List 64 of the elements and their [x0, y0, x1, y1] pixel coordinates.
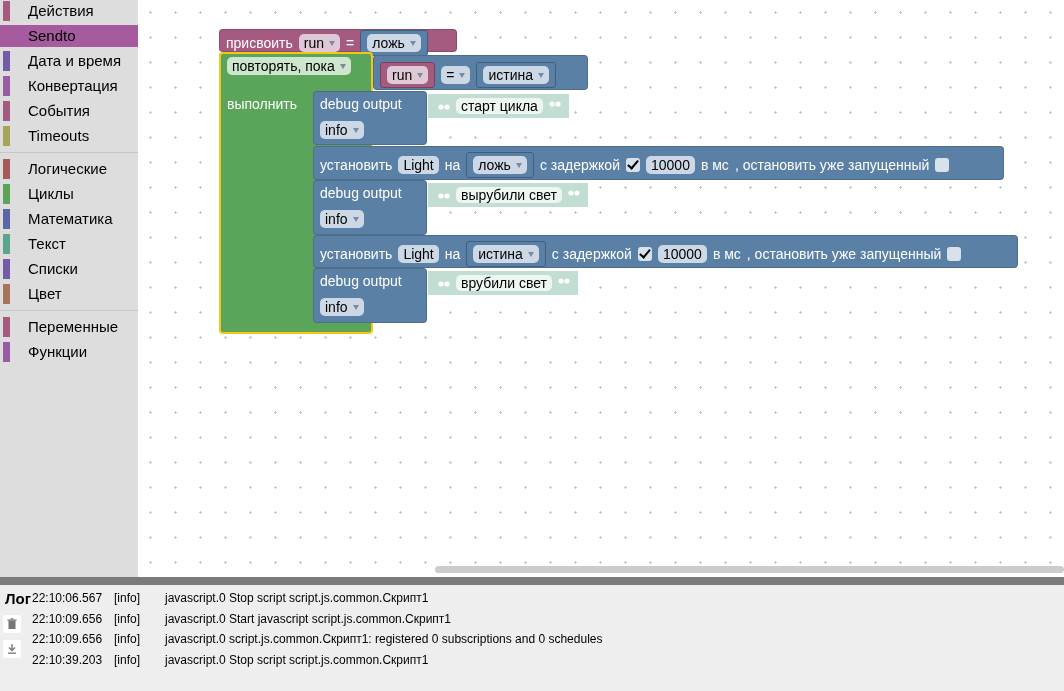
dropdown-field: истина: [473, 245, 539, 263]
category-item: Логические: [28, 159, 107, 179]
value-field: Light: [398, 245, 439, 263]
block-label: , остановить уже запущенный: [746, 246, 942, 262]
category-item: Действия: [28, 1, 94, 21]
value-field: Light: [398, 156, 439, 174]
variable-dropdown: run: [298, 34, 340, 52]
dropdown-field: повторять, пока: [227, 57, 351, 75]
log-message: javascript.0 Stop script script.js.common.Скрипт1: [165, 591, 429, 605]
condition-block: [373, 55, 588, 90]
value-field: 10000: [646, 156, 695, 174]
dropdown-field: ложь: [473, 156, 527, 174]
category-item-selected: Sendto: [0, 25, 138, 47]
block-label: установить: [320, 246, 393, 262]
log-time: 22:10:09.656: [32, 632, 103, 646]
variable-dropdown: run: [387, 66, 429, 84]
category-item: Переменные: [28, 317, 119, 337]
set-state-block: [313, 146, 1004, 180]
dropdown-field: =: [441, 66, 471, 84]
block-label: выполнить: [227, 96, 297, 112]
block-label: на: [444, 246, 461, 262]
block-label: debug output: [320, 96, 402, 112]
panel-title: Лог: [5, 590, 31, 607]
category-item: Конвертация: [28, 76, 118, 96]
log-message: javascript.0 Stop script script.js.common.Скрипт1: [165, 652, 429, 667]
category-item: События: [28, 101, 90, 121]
block-label: в мс: [712, 246, 741, 262]
block-label: debug output: [320, 273, 402, 289]
block-label: на: [444, 157, 461, 173]
dropdown-field: info: [320, 210, 364, 228]
category-item: Текст: [28, 234, 66, 254]
block-label: в мс: [700, 157, 729, 173]
log-level: [info]: [114, 652, 140, 667]
category-item: Математика: [28, 209, 113, 229]
log-level: [info]: [114, 591, 140, 605]
category-item: Цвет: [28, 284, 62, 304]
text-field: вырубили свет: [456, 187, 563, 203]
log-level: [info]: [114, 632, 140, 646]
value-field: 10000: [657, 245, 707, 263]
dropdown-field: info: [320, 298, 364, 316]
block-label: присвоить: [226, 35, 293, 51]
dropdown-field: истина: [483, 66, 549, 84]
log-time: 22:10:06.567: [32, 591, 103, 605]
block-label: с задержкой: [539, 157, 620, 173]
text-field: врубили свет: [456, 275, 552, 291]
log-message: javascript.0 Start javascript script.js.common.Скрипт1: [165, 611, 452, 626]
block-label: с задержкой: [551, 246, 632, 262]
log-message: javascript.0 script.js.common.Скрипт1: registered 0 subscriptions and 0 schedules: [165, 632, 603, 646]
block-label: , остановить уже запущенный: [734, 157, 930, 173]
category-item: Дата и время: [28, 51, 122, 71]
block-label: debug output: [320, 185, 402, 201]
log-level: [info]: [114, 611, 140, 626]
block-label: =: [346, 35, 355, 51]
dropdown-field: info: [320, 121, 364, 139]
set-state-block: [313, 235, 1018, 268]
block-label: установить: [320, 157, 393, 173]
text-field: старт цикла: [456, 98, 543, 114]
dropdown-field: ложь: [367, 34, 421, 52]
category-item: Timeouts: [28, 126, 90, 146]
category-item: Циклы: [28, 184, 74, 204]
log-time: 22:10:39.203: [32, 652, 103, 667]
category-item: Списки: [28, 259, 78, 279]
category-item: Функции: [28, 342, 88, 362]
log-time: 22:10:09.656: [32, 611, 103, 626]
